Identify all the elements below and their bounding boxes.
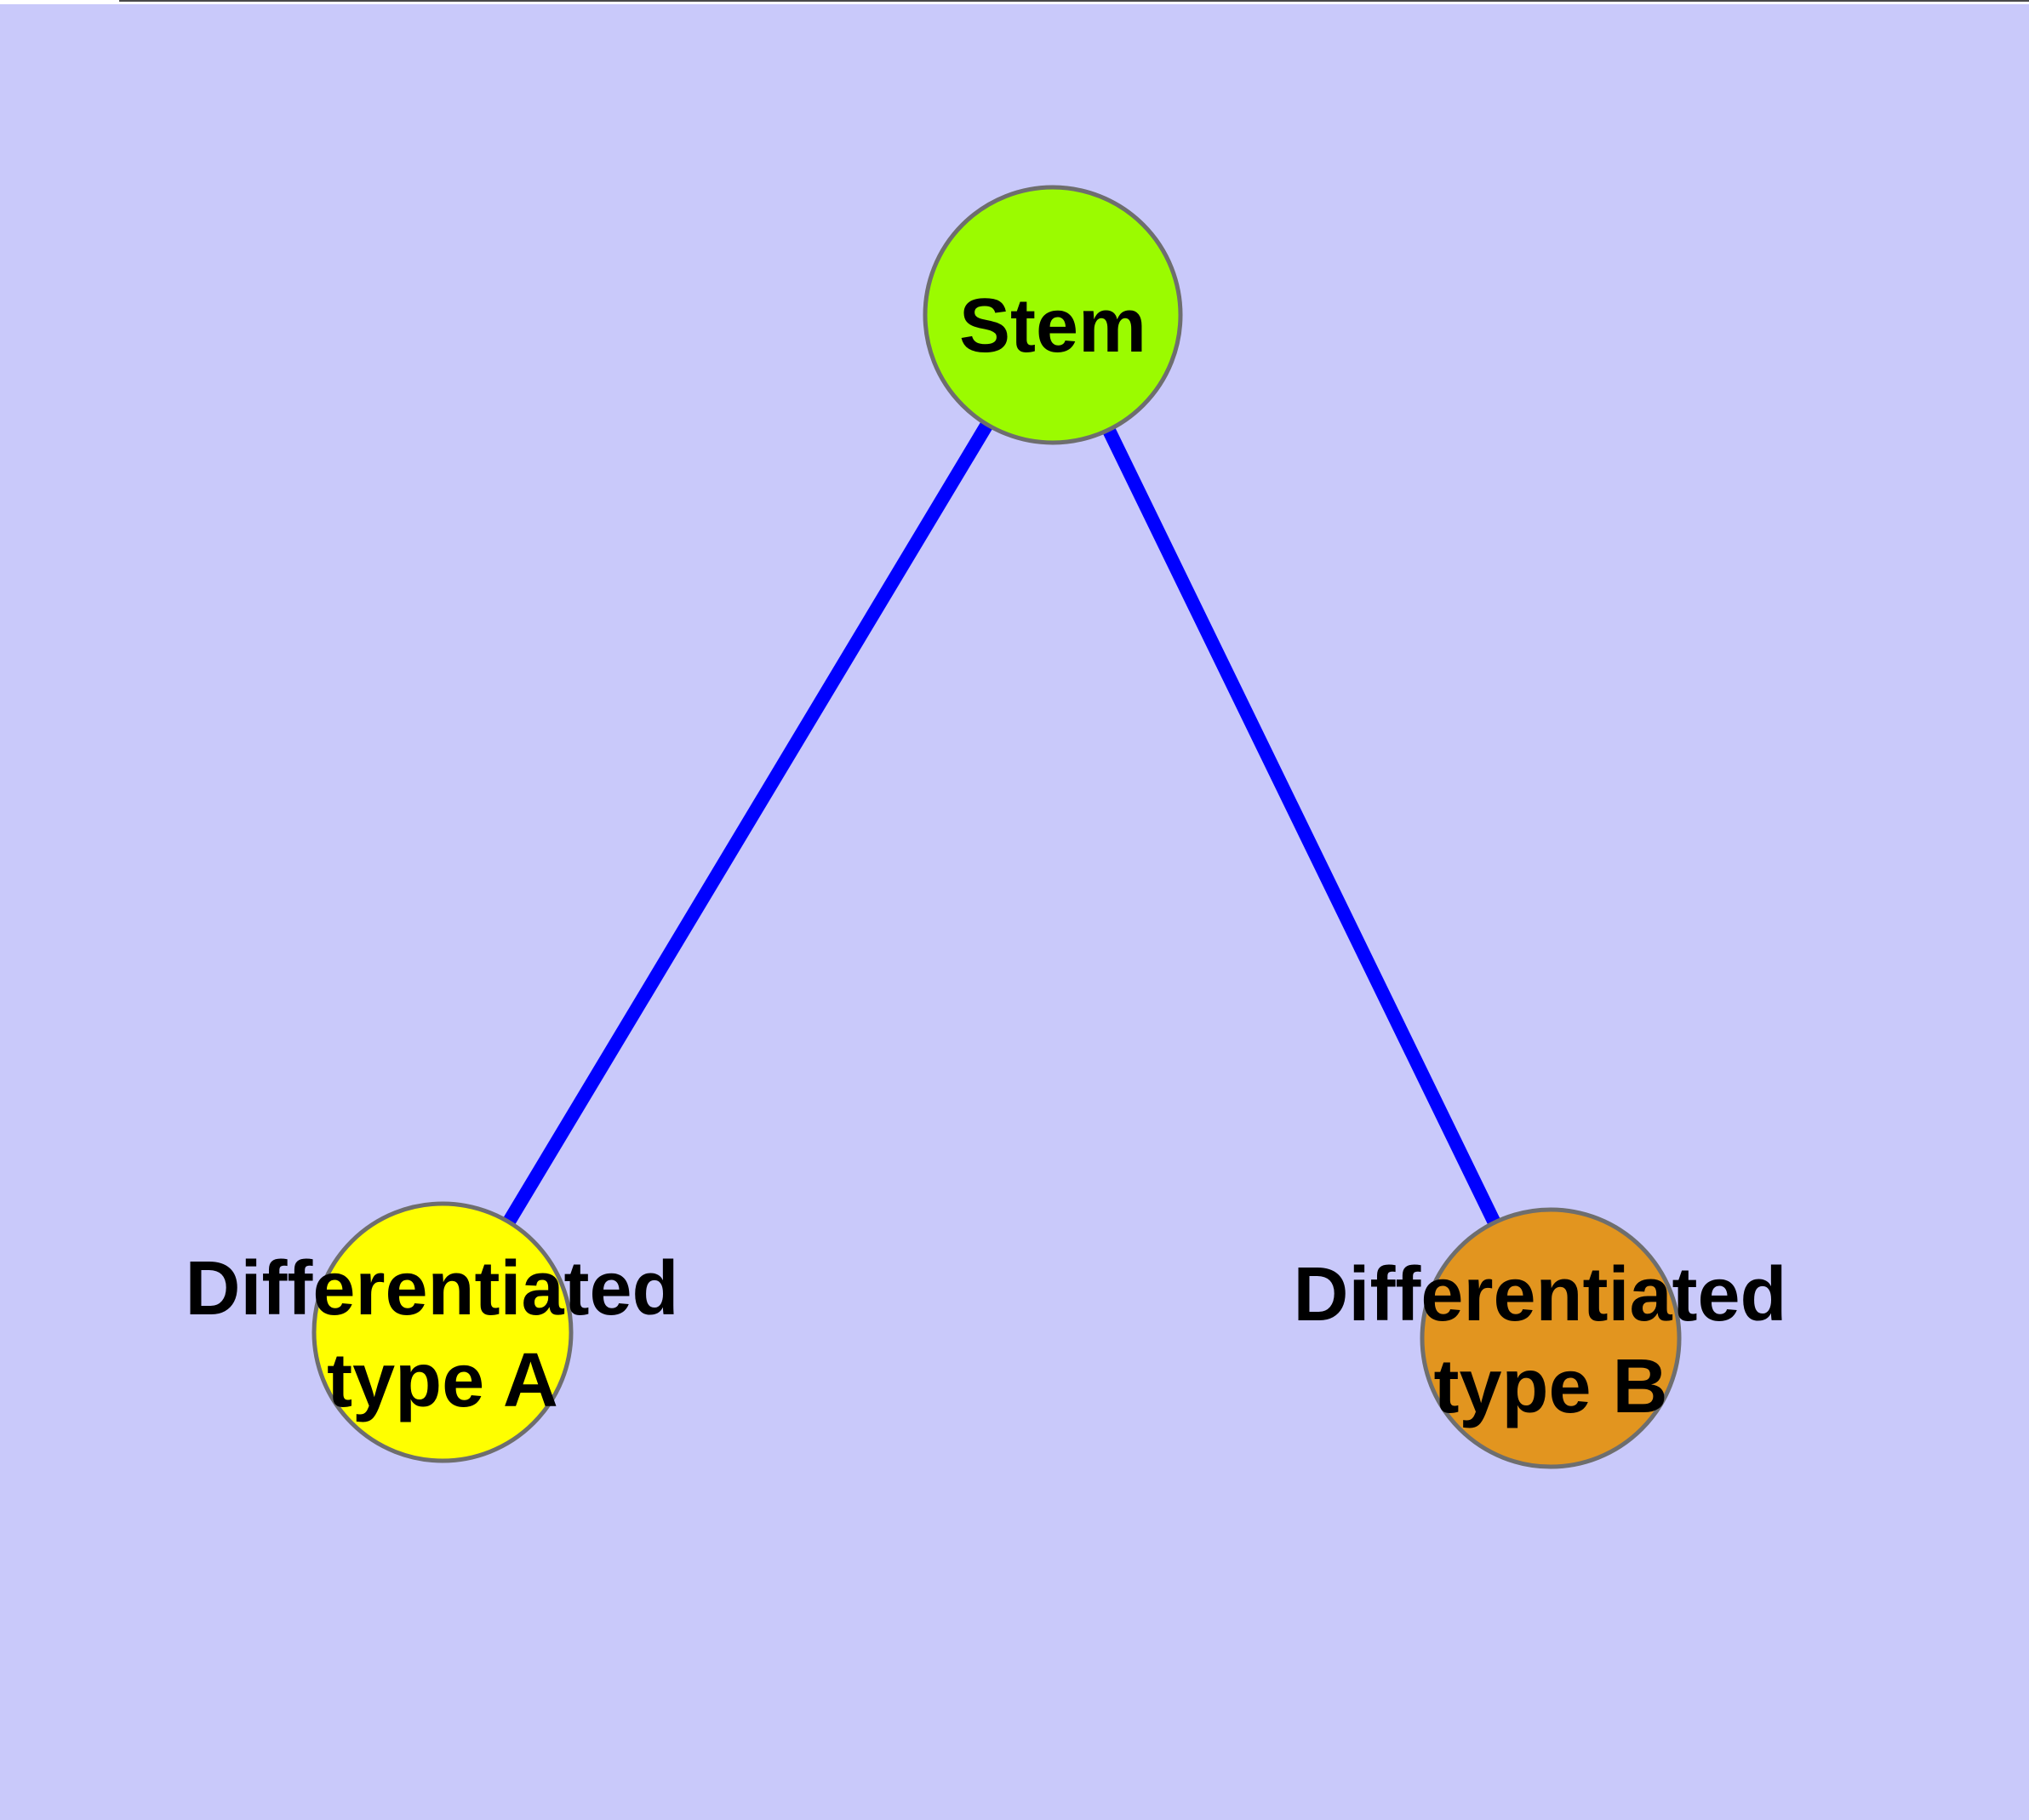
type-a-node <box>311 1201 574 1463</box>
top-edge-artifact <box>0 0 2029 4</box>
type-a-label-line1: Differentiated <box>185 1246 678 1331</box>
type-b-node-label: Differentiated type B <box>1293 1252 1808 1429</box>
stem-node-label: Stem <box>959 283 1146 369</box>
edge-stem-to-type-b <box>1046 312 1557 1342</box>
type-b-label-line2: type B <box>1433 1344 1667 1429</box>
type-b-label-line1: Differentiated <box>1293 1252 1786 1337</box>
edge-stem-to-type-a <box>437 311 1059 1336</box>
type-a-label-line2: type A <box>327 1338 558 1423</box>
type-b-node <box>1420 1207 1682 1469</box>
type-a-node-label: Differentiated type A <box>185 1246 700 1423</box>
top-edge-line <box>119 0 2029 2</box>
stem-node <box>923 185 1183 445</box>
